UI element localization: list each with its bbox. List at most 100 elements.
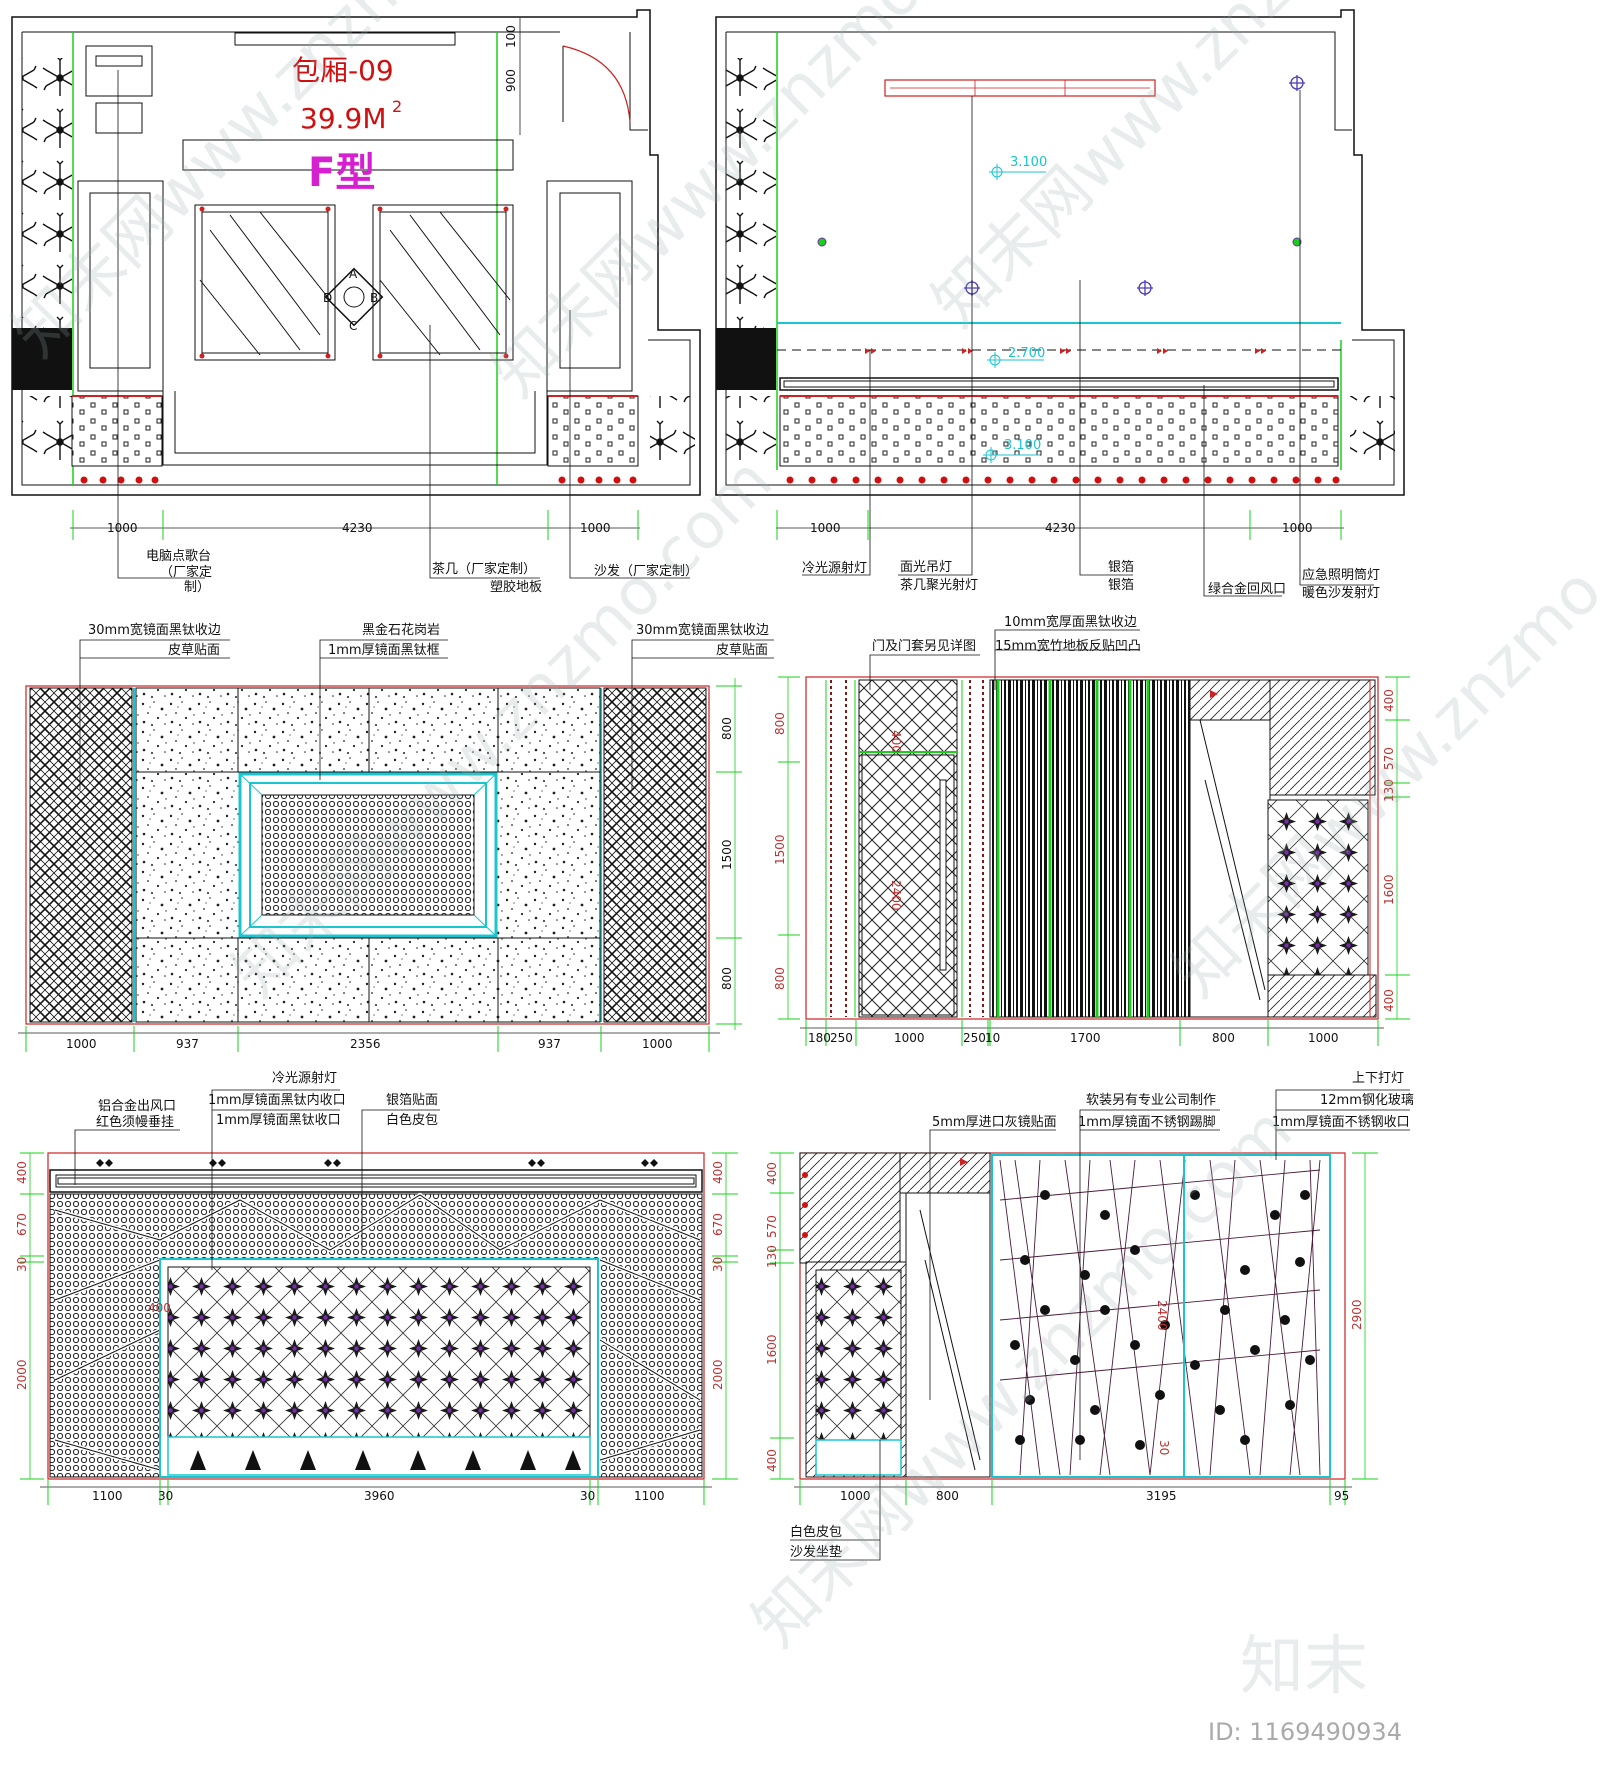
elevB-dim-1: 180 <box>808 1031 831 1045</box>
elevation-b: 400 2400 门及门套另见详图 10mm宽厚面黑钛收边 15mm宽竹地板反贴… <box>773 614 1410 1046</box>
elevA-dim-3: 2356 <box>350 1037 381 1051</box>
elevD-ldim-4: 1600 <box>765 1334 779 1365</box>
room-type: F型 <box>308 150 375 196</box>
elevB-ldim-1: 800 <box>773 712 787 735</box>
elevC-ldim-2: 670 <box>15 1213 29 1236</box>
elevD-label-light: 上下打灯 <box>1352 1071 1404 1086</box>
elevC-label-silver: 银箔贴面 <box>386 1092 438 1108</box>
elevB-rdim-1: 400 <box>1382 689 1396 712</box>
elevD-dim-2: 800 <box>936 1489 959 1503</box>
label-ktv-2: （厂家定 <box>160 564 212 580</box>
door-mark-1: 400 <box>889 730 903 753</box>
elevC-ldim-1: 400 <box>15 1161 29 1184</box>
watermark-id: ID: 1169490934 <box>1208 1718 1402 1746</box>
elevB-label-door: 门及门套另见详图 <box>872 638 976 654</box>
elevD-dim-1: 1000 <box>840 1489 871 1503</box>
elevation-a: 30mm宽镜面黑钛收边 皮草贴面 黑金石花岗岩 1mm厚镜面黑钛框 30mm宽镜… <box>18 622 774 1052</box>
dim-bottom-3: 1000 <box>580 521 611 535</box>
ceil-label-panel2: 茶几聚光射灯 <box>900 577 978 593</box>
elevC-inner-mark: 400 <box>148 1301 171 1315</box>
elevA-label-mid2: 1mm厚镜面黑钛框 <box>328 643 440 658</box>
ceil-dim-3: 1000 <box>1282 521 1313 535</box>
door-mark-2: 2400 <box>889 880 903 911</box>
elevC-dim-1: 1100 <box>92 1489 123 1503</box>
elevA-dim-5: 1000 <box>642 1037 673 1051</box>
dim-100: 100 <box>504 25 518 48</box>
elevB-dim-5: 10 <box>985 1031 1000 1045</box>
elevD-label-ss: 1mm厚镜面不锈钢收口 <box>1272 1115 1410 1130</box>
elevB-dim-3: 1000 <box>894 1031 925 1045</box>
elevD-label-soft: 软装另有专业公司制作 <box>1086 1093 1216 1108</box>
label-table: 茶几（厂家定制） <box>432 561 536 577</box>
label-floor: 塑胶地板 <box>490 579 542 595</box>
elevC-label-vent1: 铝合金出风口 <box>98 1098 176 1114</box>
label-sofa: 沙发（厂家定制） <box>594 563 698 579</box>
dim-900: 900 <box>504 69 518 92</box>
elevC-rdim-2: 670 <box>711 1213 725 1236</box>
label-ktv: 电脑点歌台 <box>146 549 211 564</box>
elevC-dim-5: 1100 <box>634 1489 665 1503</box>
mark-c: C <box>349 319 357 333</box>
elevC-rdim-1: 400 <box>711 1161 725 1184</box>
elevD-dim-4: 95 <box>1334 1489 1349 1503</box>
dim-bottom-1: 1000 <box>107 521 138 535</box>
elevation-c: 铝合金出风口 红色须幔垂挂 冷光源射灯 1mm厚镜面黑钛内收口 1mm厚镜面黑钛… <box>15 1070 738 1505</box>
elevB-dim-2: 250 <box>830 1031 853 1045</box>
elevB-label-bamboo: 15mm宽竹地板反贴凹凸 <box>995 638 1141 654</box>
watermark-text-3: 知末网www.znzmo.com <box>919 0 1487 341</box>
elevC-ldim-3: 30 <box>15 1257 29 1272</box>
elevA-label-right2: 皮草贴面 <box>716 643 768 658</box>
elevB-ldim-2: 1500 <box>773 834 787 865</box>
elevB-rdim-5: 400 <box>1382 989 1396 1012</box>
elevation-d: 2400 30 5mm厚进口灰镜贴面 软装另有专业公司制作 1mm厚镜面不锈钢踢… <box>765 1071 1414 1561</box>
elevD-dim-3: 3195 <box>1146 1489 1177 1503</box>
level-1: 3.100 <box>1010 155 1047 170</box>
elevD-mark-2: 30 <box>1157 1440 1171 1455</box>
pendant-light <box>884 79 1156 97</box>
label-ktv-3: 制） <box>184 580 210 595</box>
elevB-dim-6: 1700 <box>1070 1031 1101 1045</box>
room-title: 包厢-09 <box>292 54 394 87</box>
elevD-label-glass: 12mm钢化玻璃 <box>1320 1093 1414 1108</box>
ceil-label-cold: 冷光源射灯 <box>802 560 867 576</box>
elevA-rdim-1: 800 <box>720 717 734 740</box>
ceil-label-silver1: 银箔 <box>1108 559 1134 575</box>
coffee-table-right <box>372 204 514 361</box>
elevB-rdim-4: 1600 <box>1382 874 1396 905</box>
ceil-label-emerg2: 暖色沙发射灯 <box>1302 585 1380 601</box>
dim-bottom-2: 4230 <box>342 521 373 535</box>
elevC-dim-3: 3960 <box>364 1489 395 1503</box>
elevA-dim-2: 937 <box>176 1037 199 1051</box>
elevC-label-ti1: 1mm厚镜面黑钛内收口 <box>208 1092 346 1108</box>
elevD-label-mirror: 5mm厚进口灰镜贴面 <box>932 1115 1057 1130</box>
mark-a: A <box>349 267 358 281</box>
elevD-rdim-1: 2900 <box>1350 1299 1364 1330</box>
elevC-dim-4: 30 <box>580 1489 595 1503</box>
elevC-dim-2: 30 <box>158 1489 173 1503</box>
elevC-label-vent2: 红色须幔垂挂 <box>96 1114 174 1130</box>
elevD-label-bottom1: 白色皮包 <box>790 1524 842 1540</box>
elevB-ldim-3: 800 <box>773 967 787 990</box>
room-area-sup: 2 <box>392 97 402 116</box>
ktv-console <box>85 45 153 97</box>
elevB-dim-4: 250 <box>963 1031 986 1045</box>
ceil-label-vent: 绿合金回风口 <box>1208 581 1286 597</box>
ceiling-plan: 3.100 2.700 3.100 1000 4230 1000 冷光源射灯 面… <box>715 9 1405 601</box>
elevD-ldim-2: 570 <box>765 1215 779 1238</box>
elevA-label-left2: 皮草贴面 <box>168 643 220 658</box>
sofa-right <box>546 180 633 392</box>
elevA-label-left1: 30mm宽镜面黑钛收边 <box>88 622 221 638</box>
ceil-label-silver2: 银箔 <box>1108 577 1134 593</box>
elevA-rdim-2: 1500 <box>720 839 734 870</box>
level-3: 3.100 <box>1004 438 1041 453</box>
ceil-dim-1: 1000 <box>810 521 841 535</box>
elevC-label-ti2: 1mm厚镜面黑钛收口 <box>216 1113 341 1128</box>
elevB-label-edge: 10mm宽厚面黑钛收边 <box>1004 614 1137 630</box>
watermark-logo: 知末 <box>1240 1630 1368 1704</box>
sofa-left <box>77 180 164 392</box>
elevC-rdim-4: 2000 <box>711 1359 725 1390</box>
elevB-dim-7: 800 <box>1212 1031 1235 1045</box>
elevB-rdim-3: 130 <box>1382 779 1396 802</box>
elevA-label-right1: 30mm宽镜面黑钛收边 <box>636 622 769 638</box>
